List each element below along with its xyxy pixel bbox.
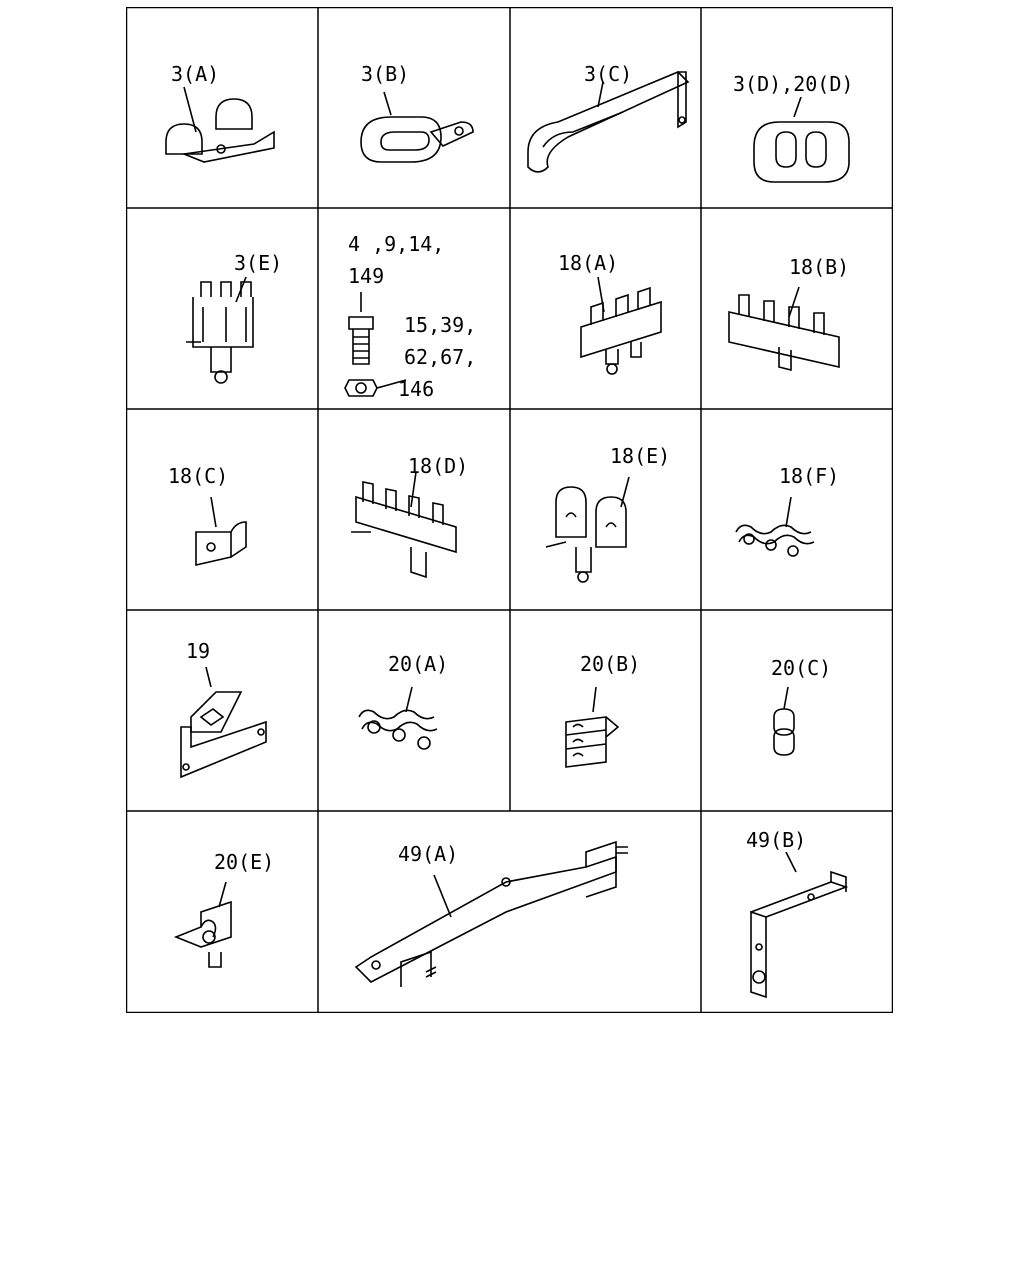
callout-fasteners-l2: 149 [348, 264, 385, 288]
clip-3c-drawing [527, 71, 690, 173]
callout-3d-20d: 3(D),20(D) [733, 72, 854, 96]
callout-18c: 18(C) [168, 464, 229, 488]
clip-20c-drawing [773, 687, 795, 756]
clip-18d-drawing [351, 471, 457, 579]
parts-grid: 3(A) 3(B) 3(C) 3(D),20(D) [126, 7, 893, 1013]
clip-3b-drawing [360, 91, 474, 163]
clip-20b-drawing [565, 687, 620, 768]
clip-3a-drawing [165, 86, 275, 163]
callout-20b: 20(B) [580, 652, 641, 676]
callout-18d: 18(D) [408, 454, 469, 478]
callout-fasteners-l4: 62,67, [404, 345, 477, 369]
callout-fasteners-l1: 4 ,9,14, [348, 232, 445, 256]
callout-49a: 49(A) [398, 842, 459, 866]
clip-20e-drawing [173, 882, 232, 968]
clip-3e-drawing [186, 276, 254, 384]
callout-18e: 18(E) [610, 444, 671, 468]
fastener-set-drawing [344, 292, 407, 397]
callout-3b: 3(B) [361, 62, 410, 86]
callout-49b: 49(B) [746, 828, 807, 852]
callout-3e: 3(E) [234, 251, 283, 275]
callout-3c: 3(C) [584, 62, 633, 86]
bracket-19-drawing [180, 667, 267, 779]
clip-18a-drawing [580, 277, 662, 375]
callout-fasteners-l5: 146 [398, 377, 435, 401]
clip-18e-drawing [545, 477, 630, 583]
callout-20a: 20(A) [388, 652, 449, 676]
callout-20c: 20(C) [771, 656, 832, 680]
callout-19: 19 [186, 639, 211, 663]
grid-lines [126, 7, 893, 1013]
callout-3a: 3(A) [171, 62, 220, 86]
callout-18b: 18(B) [789, 255, 850, 279]
bracket-49b-drawing [750, 852, 849, 999]
clip-18b-drawing [728, 287, 840, 372]
callout-18f: 18(F) [779, 464, 840, 488]
clip-3d-drawing [753, 97, 850, 183]
callout-20e: 20(E) [214, 850, 275, 874]
bracket-49a-drawing [354, 840, 628, 987]
clip-18f-drawing [735, 497, 815, 557]
clip-20a-drawing [358, 687, 438, 750]
callout-fasteners-l3: 15,39, [404, 313, 477, 337]
clip-18c-drawing [195, 497, 247, 567]
callout-18a: 18(A) [558, 251, 619, 275]
